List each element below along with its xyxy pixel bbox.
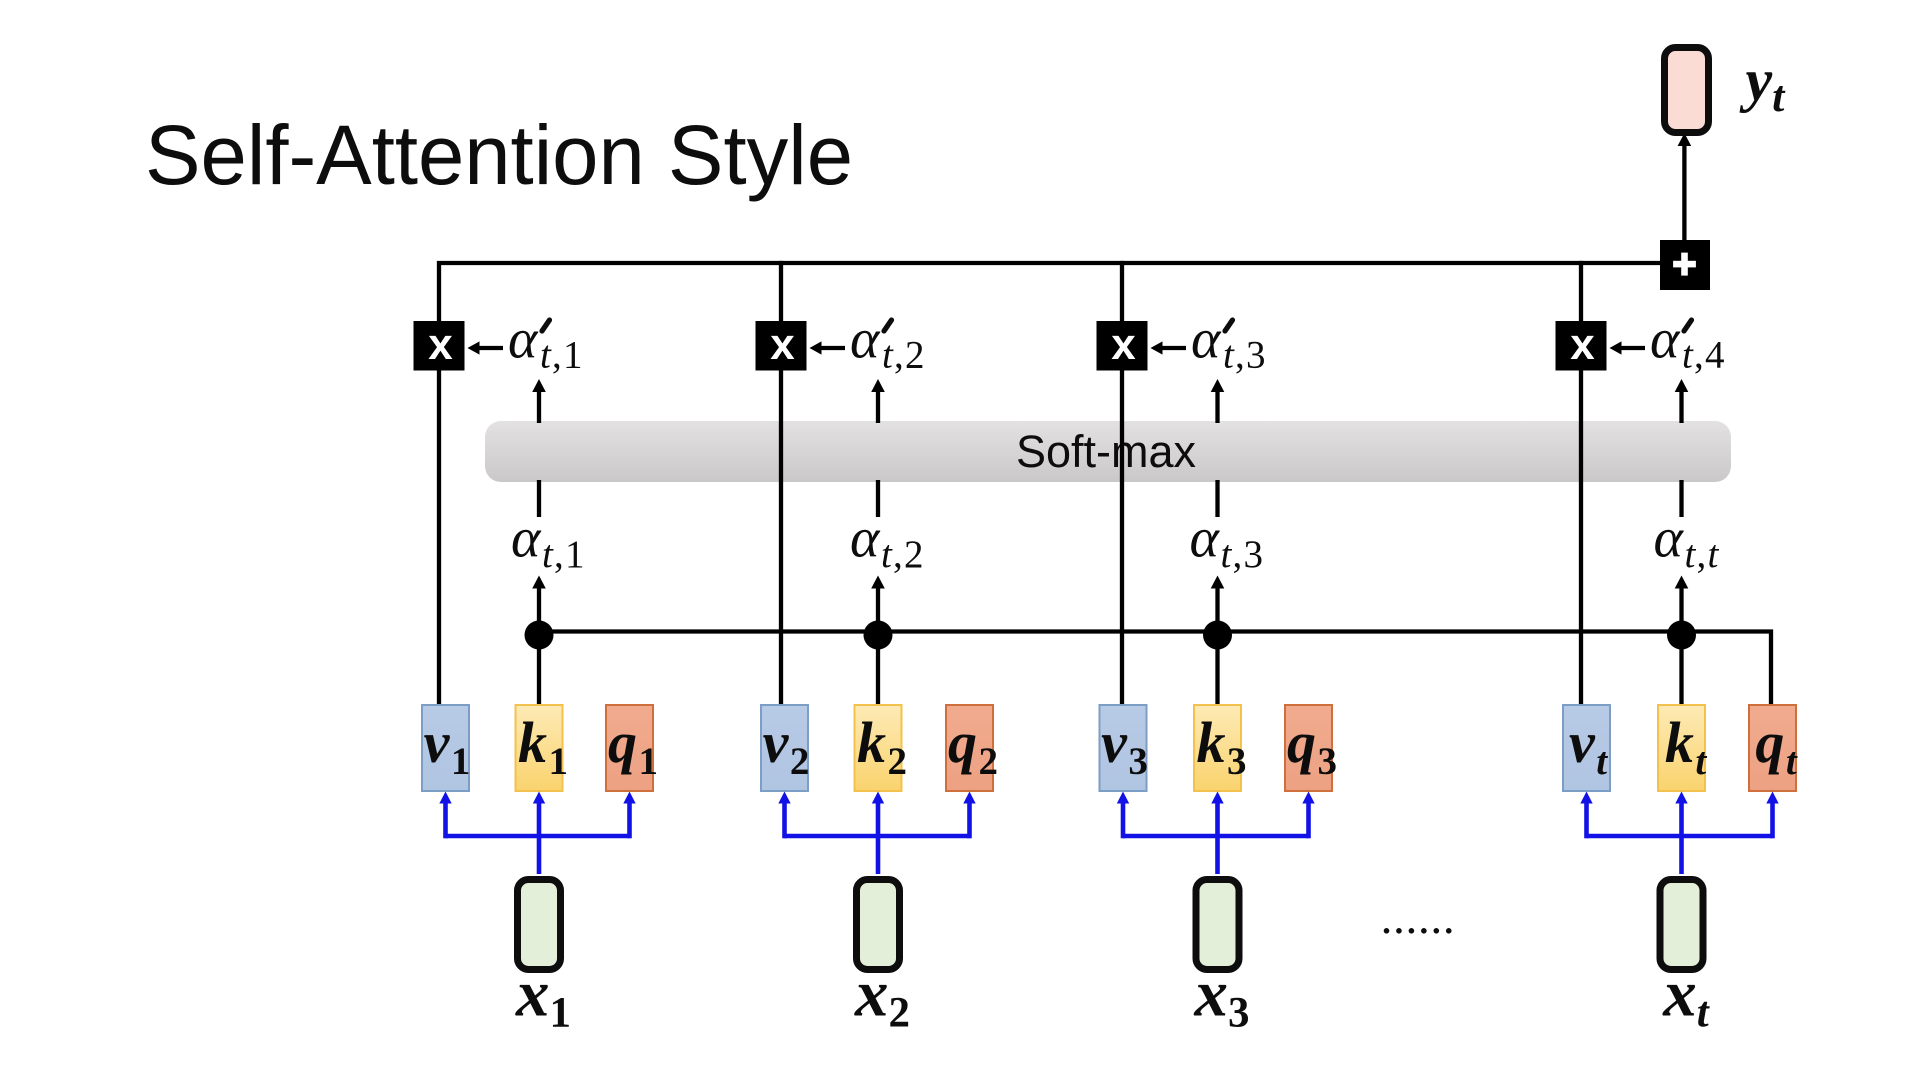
svg-text:t,1: t,1 [542, 533, 586, 576]
svg-text:α: α [850, 508, 881, 570]
svg-text:Soft-max: Soft-max [1016, 426, 1197, 477]
svg-text:α: α [1654, 508, 1685, 570]
svg-text:α: α [508, 309, 539, 371]
svg-text:t,2: t,2 [882, 334, 926, 377]
svg-text:x2: x2 [854, 957, 910, 1037]
svg-text:x: x [1111, 320, 1136, 369]
svg-text:α: α [511, 508, 542, 570]
svg-text:t,1: t,1 [540, 334, 584, 377]
svg-text:α: α [850, 309, 881, 371]
svg-text:α: α [1191, 309, 1222, 371]
svg-text:qt: qt [1755, 710, 1798, 783]
svg-text:x: x [1570, 320, 1595, 369]
svg-text:t,2: t,2 [881, 533, 925, 576]
svg-text:x: x [770, 320, 795, 369]
svg-text:x1: x1 [515, 957, 571, 1037]
svg-text:α: α [1650, 309, 1681, 371]
svg-text:vt: vt [1569, 710, 1608, 783]
svg-text:t,4: t,4 [1682, 334, 1726, 377]
svg-text:α: α [1190, 508, 1221, 570]
svg-text:Self-Attention Style: Self-Attention Style [145, 108, 853, 202]
svg-text:v1: v1 [424, 710, 471, 783]
svg-text:t,3: t,3 [1221, 533, 1265, 576]
svg-text:x: x [428, 320, 453, 369]
svg-text:t,t: t,t [1685, 533, 1720, 576]
svg-text:t,3: t,3 [1223, 334, 1267, 377]
